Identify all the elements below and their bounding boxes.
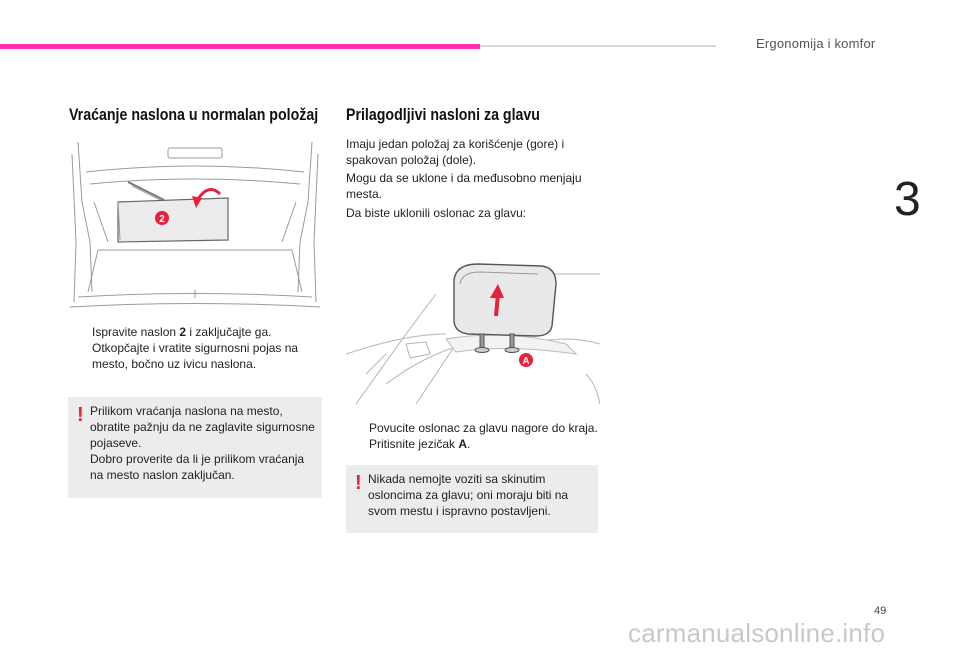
right-heading: Prilagodljivi nasloni za glavu	[346, 106, 540, 124]
left-heading: Vraćanje naslona u normalan položaj	[69, 106, 319, 124]
section-title: Ergonomija i komfor	[756, 36, 876, 51]
warning-text: Prilikom vraćanja naslona na mesto, obra…	[90, 404, 315, 482]
callout-label-a: A	[522, 356, 529, 367]
paragraph: Da biste uklonili oslonac za glavu:	[346, 206, 527, 220]
paragraph: Mogu da se uklone i da međusobno menjaju…	[346, 171, 582, 201]
page-number: 49	[874, 605, 887, 617]
list-item: Povucite oslonac za glavu nagore do kraj…	[369, 421, 598, 435]
callout-label-2: 2	[159, 214, 165, 225]
left-bullet-list: Ispravite naslon 2 i zaključajte ga. Otk…	[70, 324, 320, 372]
callout-badge-2	[155, 211, 169, 225]
headrest-illustration-svg: A	[345, 263, 601, 405]
right-bullet-list: Povucite oslonac za glavu nagore do kraj…	[347, 420, 607, 452]
list-item: Otkopčajte i vratite sigurnosni pojas na…	[92, 341, 299, 371]
paragraph: Imaju jedan položaj za korišćenje (gore)…	[346, 137, 565, 167]
warning-icon: !	[355, 472, 362, 494]
callout-badge-a	[519, 353, 533, 367]
list-item: Ispravite naslon 2 i zaključajte ga.	[92, 325, 272, 339]
warning-box: ! Nikada nemojte voziti sa skinutim oslo…	[346, 465, 598, 533]
trunk-illustration-svg: 2	[69, 141, 321, 308]
headrest-illustration: A	[345, 234, 601, 408]
chapter-number: 3	[894, 173, 921, 226]
watermark: carmanualsonline.info	[628, 618, 886, 648]
header-accent-bar	[0, 44, 480, 49]
warning-icon: !	[77, 404, 84, 426]
warning-box: ! Prilikom vraćanja naslona na mesto, ob…	[68, 397, 322, 498]
header-divider	[480, 45, 716, 47]
warning-text: Nikada nemojte voziti sa skinutim oslonc…	[368, 472, 569, 518]
trunk-seatback-illustration: 2	[68, 141, 322, 314]
list-item: Pritisnite jezičak A.	[369, 437, 471, 451]
